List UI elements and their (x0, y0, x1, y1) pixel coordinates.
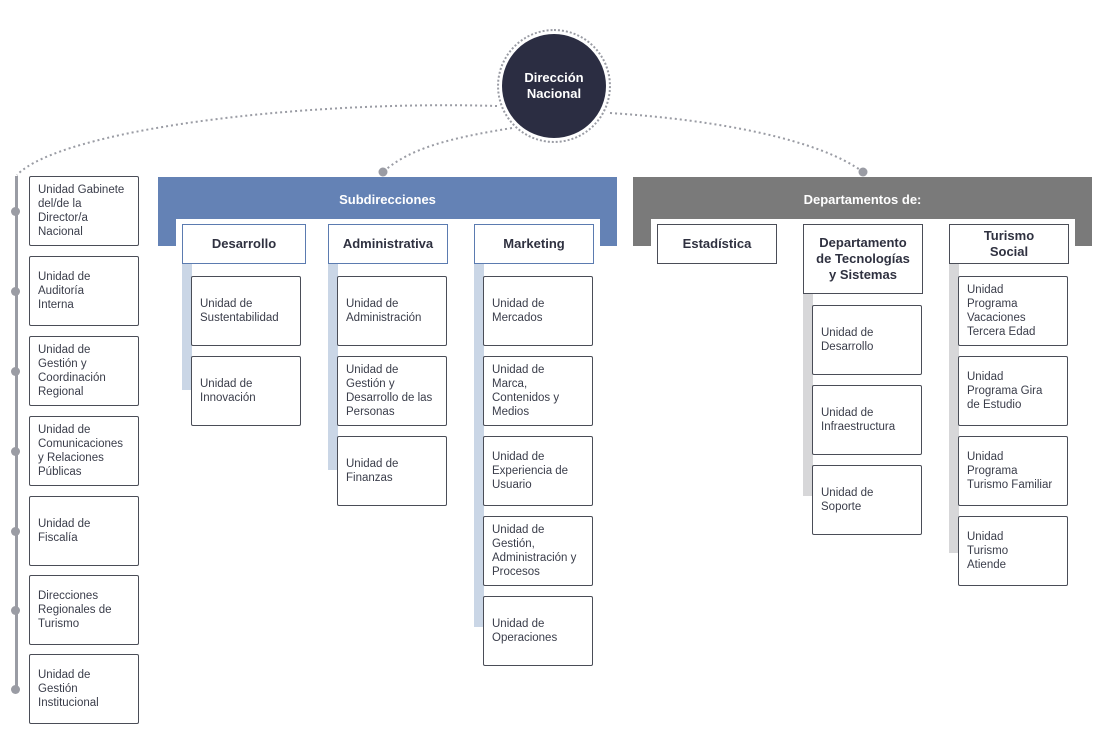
departamentos-title: Departamentos de: (803, 192, 922, 207)
unit-box: Unidad Programa Vacaciones Tercera Edad (958, 276, 1068, 346)
left-unit-box: Unidad de Fiscalía (29, 496, 139, 566)
left-unit-connector-dot (11, 367, 20, 376)
column-connector-strip (803, 294, 813, 496)
unit-box: Unidad de Marca, Contenidos y Medios (483, 356, 593, 426)
left-unit-box: Unidad de Comunicaciones y Relaciones Pú… (29, 416, 139, 486)
left-unit-connector-dot (11, 287, 20, 296)
unit-box: Unidad Programa Gira de Estudio (958, 356, 1068, 426)
left-unit-connector-dot (11, 527, 20, 536)
column-connector-strip (328, 264, 338, 470)
column-connector-strip (949, 264, 959, 553)
left-unit-connector-dot (11, 606, 20, 615)
column-header: Administrativa (328, 224, 448, 264)
unit-box: Unidad de Desarrollo (812, 305, 922, 375)
left-unit-connector-dot (11, 685, 20, 694)
subdirecciones-title: Subdirecciones (339, 192, 436, 207)
unit-box: Unidad de Innovación (191, 356, 301, 426)
unit-box: Unidad Programa Turismo Familiar (958, 436, 1068, 506)
unit-box: Unidad de Mercados (483, 276, 593, 346)
connector-root-to-subdirecciones (382, 127, 513, 173)
unit-box: Unidad de Operaciones (483, 596, 593, 666)
unit-box: Unidad de Sustentabilidad (191, 276, 301, 346)
column-header: Estadística (657, 224, 777, 264)
column-header: Marketing (474, 224, 594, 264)
column-header: Desarrollo (182, 224, 306, 264)
left-unit-box: Unidad de Gestión y Coordinación Regiona… (29, 336, 139, 406)
left-unit-box: Unidad de Gestión Institucional (29, 654, 139, 724)
unit-box: Unidad de Gestión, Administración y Proc… (483, 516, 593, 586)
connector-dot-departamentos (858, 167, 868, 177)
left-unit-connector-dot (11, 447, 20, 456)
connector-dot-subdirecciones (378, 167, 388, 177)
unit-box: Unidad de Administración (337, 276, 447, 346)
root-node: Dirección Nacional (497, 29, 611, 143)
unit-box: Unidad de Finanzas (337, 436, 447, 506)
root-title: Dirección Nacional (502, 34, 606, 138)
column-connector-strip (474, 264, 484, 627)
column-connector-strip (182, 264, 192, 390)
unit-box: Unidad de Soporte (812, 465, 922, 535)
left-unit-box: Unidad Gabinete del/de la Director/a Nac… (29, 176, 139, 246)
connector-root-to-left (16, 104, 498, 176)
unit-box: Unidad de Infraestructura (812, 385, 922, 455)
connector-root-to-departamentos (609, 112, 864, 173)
column-header: Departamento de Tecnologías y Sistemas (803, 224, 923, 294)
left-unit-connector-dot (11, 207, 20, 216)
left-vertical-line (15, 176, 18, 692)
unit-box: Unidad de Experiencia de Usuario (483, 436, 593, 506)
unit-box: Unidad de Gestión y Desarrollo de las Pe… (337, 356, 447, 426)
left-unit-box: Direcciones Regionales de Turismo (29, 575, 139, 645)
left-unit-box: Unidad de Auditoría Interna (29, 256, 139, 326)
column-header: Turismo Social (949, 224, 1069, 264)
unit-box: Unidad Turismo Atiende (958, 516, 1068, 586)
